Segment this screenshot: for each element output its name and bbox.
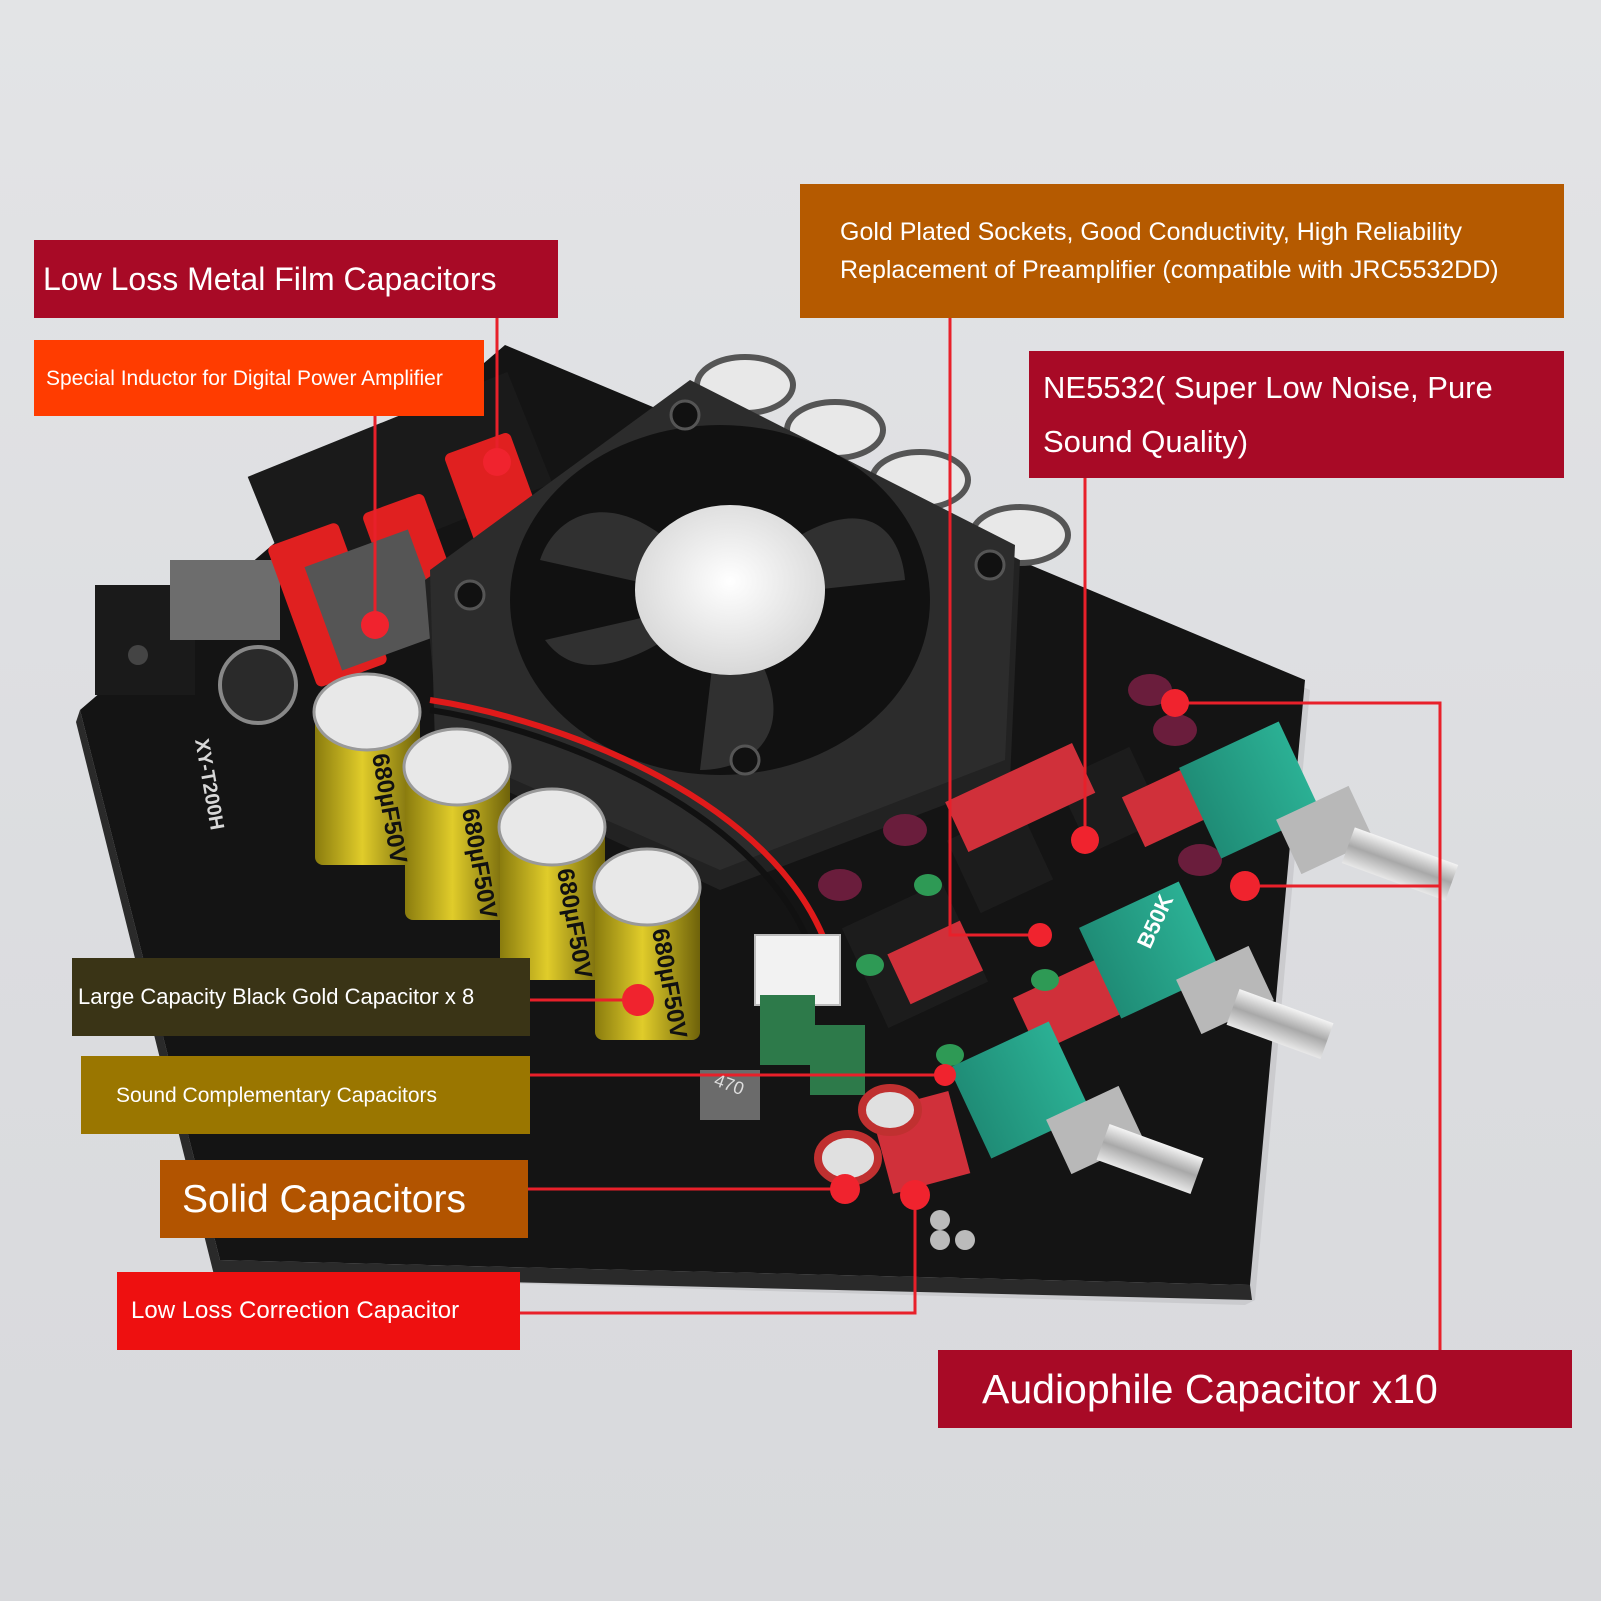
callout-gold-plated-sockets: Gold Plated Sockets, Good Conductivity, …: [800, 184, 1564, 318]
callout-audiophile-text: Audiophile Capacitor x10: [982, 1365, 1438, 1412]
callout-metal-film-capacitors: Low Loss Metal Film Capacitors: [34, 240, 558, 318]
callout-ne5532: NE5532( Super Low Noise, Pure Sound Qual…: [1029, 351, 1564, 478]
callout-solid-text: Solid Capacitors: [182, 1177, 466, 1221]
callout-sound-text: Sound Complementary Capacitors: [116, 1083, 437, 1107]
potentiometers: [949, 721, 1459, 1194]
callout-ne5532-text: NE5532( Super Low Noise, Pure Sound Qual…: [1043, 369, 1493, 459]
black-gold-capacitors: [312, 672, 702, 1040]
callout-inductor-text: Special Inductor for Digital Power Ampli…: [46, 366, 443, 390]
callout-audiophile-capacitor: Audiophile Capacitor x10: [938, 1350, 1572, 1428]
callout-gold-text: Gold Plated Sockets, Good Conductivity, …: [840, 218, 1499, 284]
pointer-dots: [361, 448, 1260, 1210]
callout-black-gold-capacitor: Large Capacity Black Gold Capacitor x 8: [72, 958, 530, 1036]
callout-special-inductor: Special Inductor for Digital Power Ampli…: [34, 340, 484, 416]
callout-solid-capacitors: Solid Capacitors: [160, 1160, 528, 1238]
callout-correction-text: Low Loss Correction Capacitor: [131, 1297, 460, 1324]
callout-metal-film-text: Low Loss Metal Film Capacitors: [43, 261, 497, 297]
callout-sound-complementary: Sound Complementary Capacitors: [81, 1056, 530, 1134]
callout-black-gold-text: Large Capacity Black Gold Capacitor x 8: [78, 984, 475, 1009]
cooling-fan: [425, 380, 1020, 890]
callout-correction-capacitor: Low Loss Correction Capacitor: [117, 1272, 520, 1350]
leader-lines: [373, 318, 1442, 1350]
